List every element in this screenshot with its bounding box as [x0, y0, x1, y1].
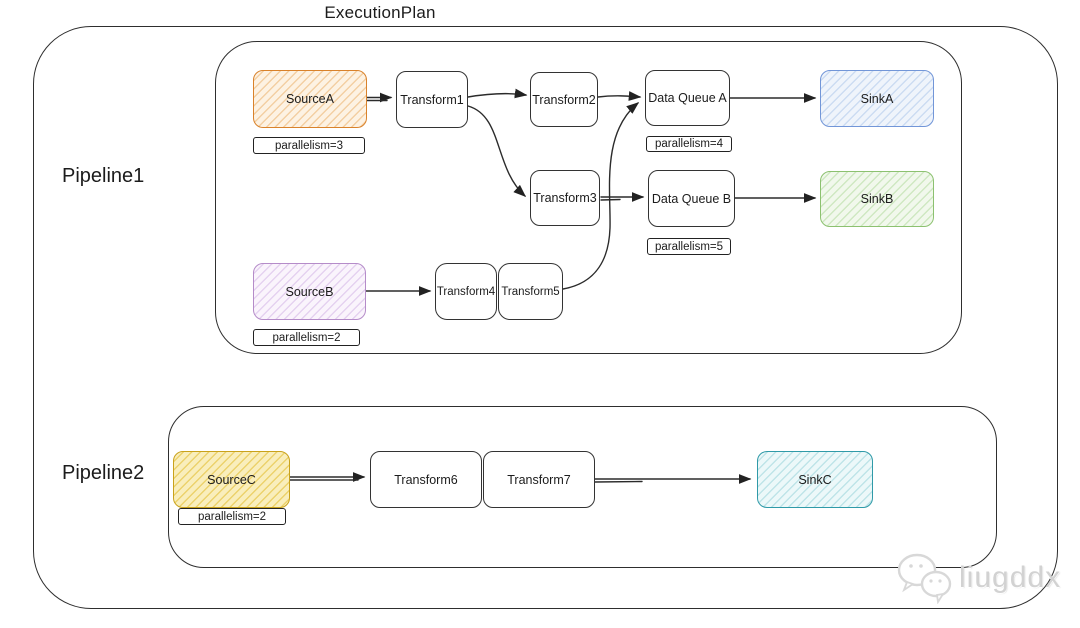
parallelism-badge-sourcea: parallelism=3	[253, 137, 365, 154]
parallelism-badge-sourceb: parallelism=2	[253, 329, 360, 346]
node-transform4-label: Transform4	[436, 285, 496, 298]
node-transform6-label: Transform6	[394, 472, 458, 487]
pipeline1-boundary	[215, 41, 962, 354]
node-sinka: SinkA	[820, 70, 934, 127]
node-sourceb-label: SourceB	[285, 284, 334, 299]
node-transform2: Transform2	[530, 72, 598, 127]
parallelism-badge-sourcea-text: parallelism=3	[274, 139, 344, 152]
node-transform4: Transform4	[435, 263, 497, 320]
diagram-title: ExecutionPlan	[324, 3, 436, 22]
node-transform6: Transform6	[370, 451, 482, 508]
node-dataqueueb-label: Data Queue B	[651, 191, 732, 206]
node-dataqueuea-label: Data Queue A	[648, 91, 727, 105]
node-sinka-label: SinkA	[860, 91, 894, 106]
parallelism-badge-sourcec-text: parallelism=2	[197, 510, 267, 523]
node-dataqueuea: Data Queue A	[645, 70, 730, 126]
node-sinkc: SinkC	[757, 451, 873, 508]
watermark: liugddx	[893, 552, 1061, 604]
pipeline2-boundary	[168, 406, 997, 568]
parallelism-badge-sourcec: parallelism=2	[178, 508, 286, 525]
execution-plan-boundary	[33, 26, 1058, 609]
pipeline1-label: Pipeline1	[62, 165, 145, 187]
node-transform7-label: Transform7	[507, 472, 571, 487]
node-transform5-label: Transform5	[501, 285, 560, 298]
node-sourcec-label: SourceC	[207, 472, 256, 487]
node-transform7: Transform7	[483, 451, 595, 508]
node-transform3: Transform3	[530, 170, 600, 226]
pipeline2-label: Pipeline2	[62, 462, 145, 484]
node-transform3-label: Transform3	[533, 191, 597, 205]
node-sinkb-label: SinkB	[860, 192, 894, 206]
node-sourcea: SourceA	[253, 70, 367, 128]
parallelism-badge-dataqueueb: parallelism=5	[647, 238, 731, 255]
parallelism-badge-dataqueueb-text: parallelism=5	[654, 240, 724, 253]
parallelism-badge-sourceb-text: parallelism=2	[272, 331, 341, 344]
node-sourceb: SourceB	[253, 263, 366, 320]
node-dataqueueb: Data Queue B	[648, 170, 735, 227]
node-transform1-label: Transform1	[400, 92, 464, 107]
parallelism-badge-dataqueuea: parallelism=4	[646, 136, 732, 152]
node-transform5: Transform5	[498, 263, 563, 320]
node-sourcec: SourceC	[173, 451, 290, 508]
node-transform1: Transform1	[396, 71, 468, 128]
node-sinkb: SinkB	[820, 171, 934, 227]
node-sourcea-label: SourceA	[286, 92, 334, 106]
watermark-text: liugddx	[959, 561, 1062, 594]
parallelism-badge-dataqueuea-text: parallelism=4	[654, 138, 724, 150]
node-transform2-label: Transform2	[532, 92, 596, 107]
node-sinkc-label: SinkC	[798, 472, 832, 487]
wechat-icon	[897, 553, 952, 604]
